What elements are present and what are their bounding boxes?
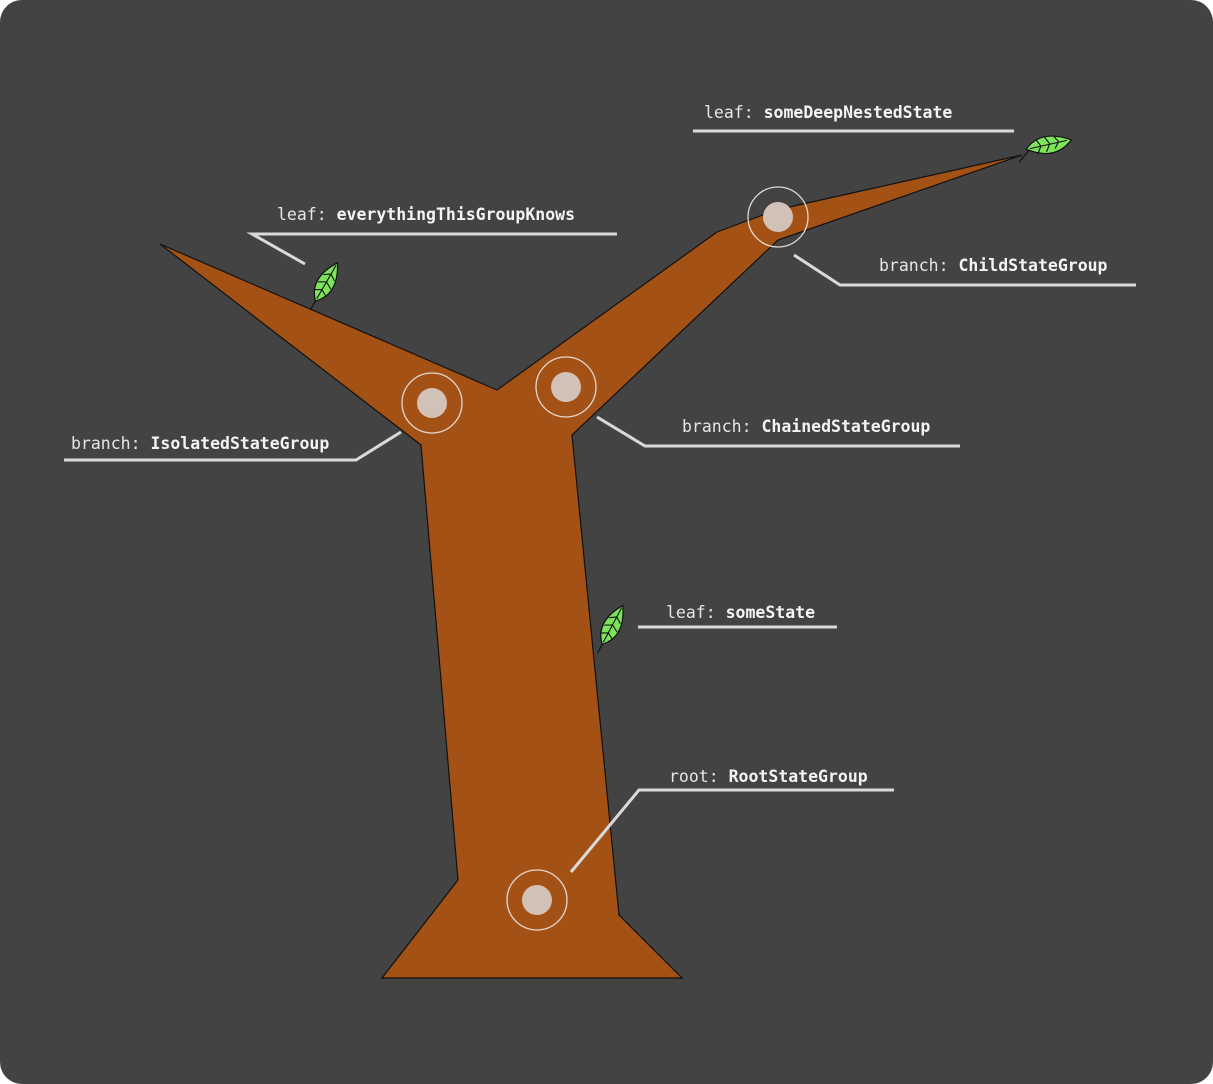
tree-trunk: [159, 154, 1023, 979]
label-name: someDeepNestedState: [764, 103, 953, 122]
node-circle-icon: [506, 869, 568, 931]
label-name: IsolatedStateGroup: [150, 434, 329, 453]
leader-isolated-branch: [64, 430, 402, 462]
label-kind: branch:: [71, 434, 141, 453]
label-isolated-branch: branch: IsolatedStateGroup: [71, 434, 329, 453]
label-child-branch: branch: ChildStateGroup: [879, 256, 1108, 275]
leaf-icon: [596, 604, 624, 654]
label-group-leaf: leaf: everythingThisGroupKnows: [277, 205, 575, 224]
leader-child-branch: [793, 253, 1136, 287]
label-deep-leaf: leaf: someDeepNestedState: [704, 103, 952, 122]
leader-root: [569, 788, 894, 873]
node-circle-icon: [535, 356, 597, 418]
label-name: everythingThisGroupKnows: [337, 205, 575, 224]
label-trunk-leaf: leaf: someState: [666, 603, 815, 622]
leaf-icon: [309, 261, 339, 310]
label-chained-branch: branch: ChainedStateGroup: [682, 417, 930, 436]
label-kind: leaf:: [666, 603, 716, 622]
node-circle-icon: [401, 372, 463, 434]
label-kind: leaf:: [277, 205, 327, 224]
node-circle-icon: [747, 186, 809, 248]
label-kind: root:: [669, 767, 719, 786]
label-name: ChainedStateGroup: [761, 417, 930, 436]
leader-group-leaf: [246, 232, 617, 266]
label-name: someState: [726, 603, 815, 622]
label-kind: leaf:: [704, 103, 754, 122]
leader-chained-branch: [596, 415, 960, 448]
label-kind: branch:: [879, 256, 949, 275]
label-name: RootStateGroup: [729, 767, 868, 786]
label-kind: branch:: [682, 417, 752, 436]
leaf-icon: [1018, 135, 1073, 163]
label-root: root: RootStateGroup: [669, 767, 868, 786]
label-name: ChildStateGroup: [958, 256, 1107, 275]
